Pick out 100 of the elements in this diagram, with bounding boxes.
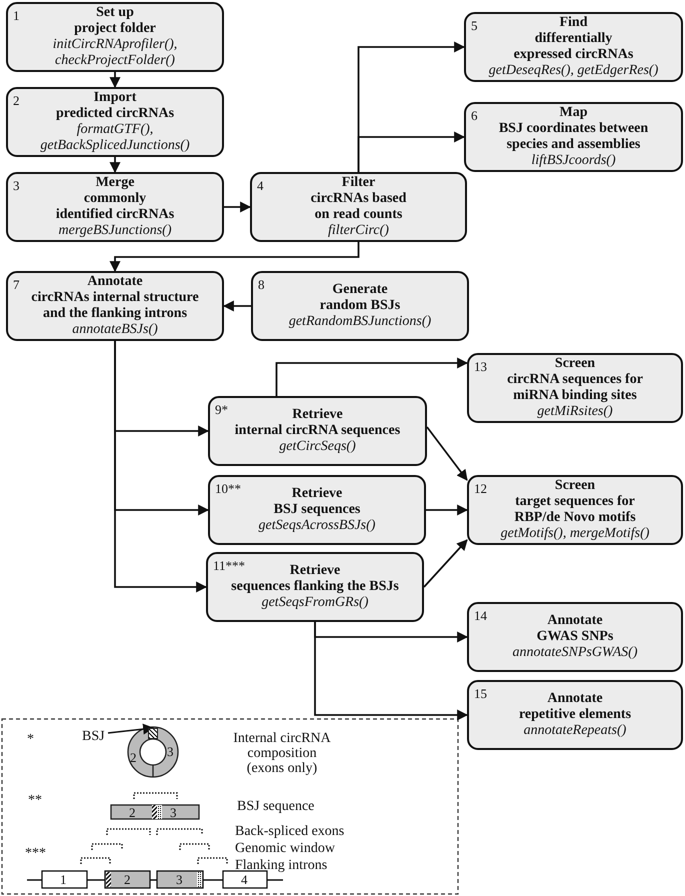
arrow xyxy=(276,358,468,396)
process-box xyxy=(467,680,683,750)
step-description: GWAS SNPs xyxy=(536,629,614,645)
step-number: 14 xyxy=(474,609,487,622)
function-name: getMotifs(), mergeMotifs() xyxy=(500,526,650,542)
arrow xyxy=(426,426,468,481)
legend-text: Back-spliced exons xyxy=(235,824,346,839)
process-box xyxy=(208,396,427,466)
step-number: 15 xyxy=(474,687,487,700)
function-name: getCircSeqs() xyxy=(279,439,356,455)
function-name: initCircRNAprofiler(), checkProjectFolder() xyxy=(52,37,178,69)
step-number: 9* xyxy=(215,403,228,416)
arrow xyxy=(114,341,208,592)
exon-number: 2 xyxy=(124,872,132,887)
arrow xyxy=(358,132,466,172)
asterisk-mark: * xyxy=(27,732,35,747)
leader-line xyxy=(108,724,154,735)
process-box xyxy=(464,102,683,172)
arrow xyxy=(314,622,468,720)
arrow xyxy=(110,242,360,272)
step-description: differentially expressed circRNAs xyxy=(512,31,634,63)
exon-number: 3 xyxy=(176,872,184,887)
step-description: BSJ sequences xyxy=(274,502,360,518)
step-number: 6 xyxy=(471,109,478,122)
legend-text: Flanking introns xyxy=(235,858,328,873)
step-description: internal circRNA sequences xyxy=(234,423,400,439)
exon-number: 2 xyxy=(130,750,138,765)
function-name: getSeqsAcrossBSJs() xyxy=(258,518,376,534)
process-box xyxy=(6,87,224,157)
arrow xyxy=(110,72,120,88)
function-name: annotateSNPsGWAS() xyxy=(512,645,638,661)
process-box xyxy=(208,475,426,545)
step-description: project folder xyxy=(74,21,156,37)
function-name: getDeseqRes(), getEdgerRes() xyxy=(488,63,658,79)
function-name: annotateRepeats() xyxy=(524,723,626,739)
step-title: Screen xyxy=(554,356,596,372)
asterisk-mark: *** xyxy=(25,846,47,861)
process-box xyxy=(467,353,683,423)
process-box xyxy=(467,475,683,545)
process-box xyxy=(6,271,224,341)
step-title: Find xyxy=(559,15,588,31)
step-title: Generate xyxy=(332,282,388,298)
step-title: Annotate xyxy=(87,274,143,290)
arrow xyxy=(224,202,252,212)
process-box xyxy=(250,172,467,242)
function-name: getRandomBSJunctions() xyxy=(288,314,432,330)
step-description: predicted circRNAs xyxy=(56,106,174,122)
step-title: Retrieve xyxy=(292,486,342,502)
asterisk-mark: ** xyxy=(28,793,43,808)
step-title: Annotate xyxy=(547,613,603,629)
arrow xyxy=(426,504,468,516)
legend-text: BSJ sequence xyxy=(237,799,316,814)
process-box xyxy=(6,2,224,72)
step-title: Annotate xyxy=(547,691,603,707)
function-name: mergeBSJunctions() xyxy=(58,223,172,239)
step-title: Map xyxy=(560,105,588,121)
step-number: 1 xyxy=(13,9,20,22)
legend-text: Internal circRNA composition (exons only) xyxy=(232,731,332,776)
function-name: formatGTF(), getBackSplicedJunctions() xyxy=(39,122,191,154)
step-number: 5 xyxy=(471,19,478,32)
exon-number: 4 xyxy=(241,872,248,887)
exon-number: 3 xyxy=(167,744,174,759)
step-number: 7 xyxy=(13,278,20,291)
function-name: getMiRsites() xyxy=(537,404,613,420)
function-name: annotateBSJs() xyxy=(72,322,158,338)
step-title: Merge xyxy=(96,175,134,191)
step-title: Screen xyxy=(554,478,596,494)
step-title: Set up xyxy=(96,5,134,21)
process-box xyxy=(206,552,424,622)
step-number: 11*** xyxy=(213,559,246,572)
step-description: sequences flanking the BSJs xyxy=(231,579,399,595)
step-number: 8 xyxy=(258,278,264,291)
function-name: liftBSJcoords() xyxy=(531,153,616,169)
process-box xyxy=(467,602,683,672)
legend-text: Genomic window xyxy=(235,841,336,856)
exon-number: 1 xyxy=(60,872,68,887)
step-title: Retrieve xyxy=(292,407,343,423)
step-number: 2 xyxy=(13,94,20,107)
function-name: filterCirc() xyxy=(328,223,389,239)
function-name: getSeqsFromGRs() xyxy=(262,595,368,611)
bsj-label: BSJ xyxy=(82,729,108,745)
step-number: 12 xyxy=(474,482,487,495)
process-box xyxy=(464,12,683,82)
exon-number: 3 xyxy=(170,805,178,820)
step-description: repetitive elements xyxy=(518,707,632,723)
step-number: 3 xyxy=(13,179,20,192)
step-description: random BSJs xyxy=(320,298,400,314)
step-title: Filter xyxy=(342,175,376,191)
process-box xyxy=(6,172,224,242)
arrow xyxy=(222,300,251,312)
step-number: 13 xyxy=(474,360,487,373)
step-number: 4 xyxy=(257,179,264,192)
arrow xyxy=(110,157,120,174)
process-box xyxy=(251,271,469,341)
step-title: Import xyxy=(94,90,136,106)
arrow xyxy=(423,539,468,588)
step-number: 10** xyxy=(215,482,241,495)
step-title: Retrieve xyxy=(290,563,340,579)
junction-segment xyxy=(148,728,158,739)
exon-number: 2 xyxy=(129,805,136,820)
